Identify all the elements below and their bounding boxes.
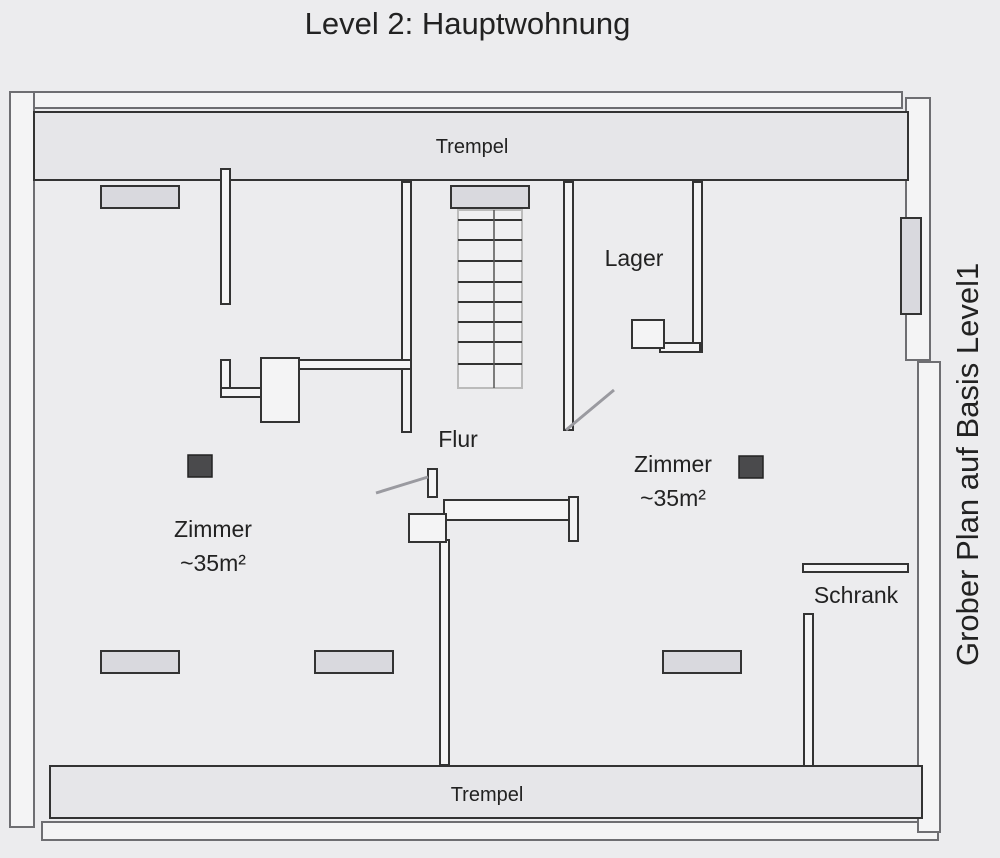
wall-lager xyxy=(692,181,703,353)
skylight xyxy=(450,185,530,209)
wall-mid-horizontal xyxy=(297,359,412,370)
lager-label: Lager xyxy=(604,245,664,271)
zimmer-left-area: ~35m² xyxy=(180,550,246,576)
shaft-lager xyxy=(631,319,665,349)
door-swings xyxy=(375,388,615,495)
door-swing-stair xyxy=(565,388,615,432)
wall-center-horizontal xyxy=(443,499,573,521)
shaft-center xyxy=(408,513,447,543)
wall-chimney-left-base xyxy=(220,387,264,398)
wall-flur-post xyxy=(427,468,438,498)
staircase xyxy=(457,209,523,389)
column-left xyxy=(187,454,213,478)
wall-center-end xyxy=(568,496,579,542)
skylights xyxy=(100,185,922,674)
outer-wall-left xyxy=(9,91,35,828)
flur-label: Flur xyxy=(438,426,478,452)
outer-wall-top xyxy=(33,91,903,109)
wall-stair-left xyxy=(401,181,412,433)
trempel-bottom-band xyxy=(49,765,923,819)
interior-walls xyxy=(220,168,909,767)
plan-title: Level 2: Hauptwohnung xyxy=(304,6,631,41)
side-note: Grober Plan auf Basis Level1 xyxy=(950,262,985,666)
skylight xyxy=(314,650,394,674)
wall-stair-right xyxy=(563,181,574,431)
zimmer-right-name: Zimmer xyxy=(634,451,712,477)
schrank-label: Schrank xyxy=(813,582,899,608)
skylight xyxy=(100,185,180,209)
column-right xyxy=(738,455,764,479)
window-right xyxy=(900,217,922,315)
zimmer-left-name: Zimmer xyxy=(174,516,252,542)
wall-left-upper xyxy=(220,168,231,305)
trempel-top-label: Trempel xyxy=(435,136,509,158)
outer-wall-right-lower xyxy=(917,361,941,833)
wall-schrank-side xyxy=(803,613,814,767)
chimney-left xyxy=(260,357,300,423)
skylight xyxy=(100,650,180,674)
shafts xyxy=(260,319,665,543)
columns xyxy=(187,454,764,479)
zimmer-right-area: ~35m² xyxy=(640,485,706,511)
trempel-top-band xyxy=(33,111,909,181)
wall-schrank-top xyxy=(802,563,909,573)
wall-center-vertical xyxy=(439,539,450,766)
stair-frame xyxy=(457,209,523,389)
wall-lager-bottom xyxy=(659,342,701,353)
trempel-bottom-label: Trempel xyxy=(450,784,524,806)
door-swing-flur xyxy=(375,475,429,495)
outer-wall-bottom xyxy=(41,821,939,841)
skylight xyxy=(662,650,742,674)
